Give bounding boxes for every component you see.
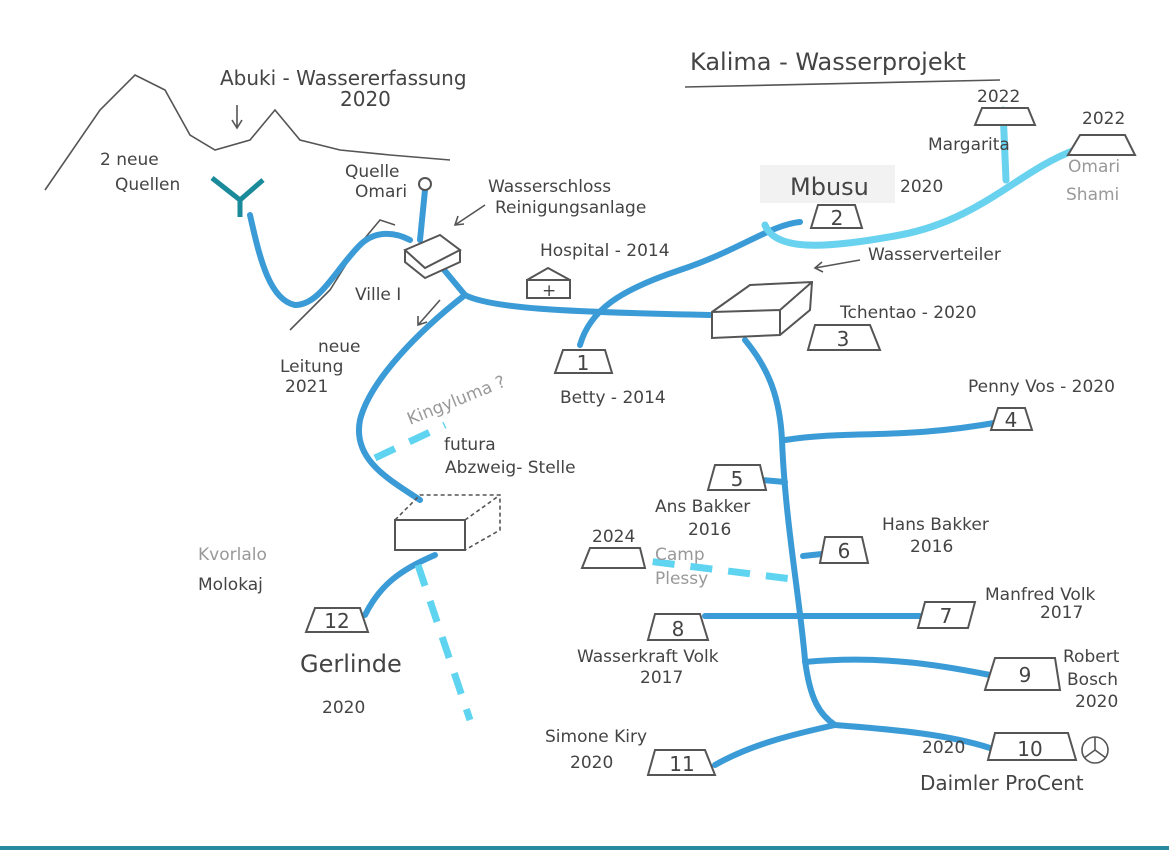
- molokaj-label: Molokaj: [198, 575, 263, 595]
- svg-text:8: 8: [672, 617, 685, 641]
- omari-shami-year: 2022: [1082, 109, 1125, 129]
- node-12: 12: [304, 607, 370, 633]
- node-8: 8: [646, 613, 710, 641]
- wasserschloss-label: Wasserschloss: [488, 177, 611, 197]
- simone-kiry-label: Simone Kiry: [545, 727, 647, 747]
- hospital-icon: +: [526, 266, 571, 301]
- neue-leitung-label: neue: [318, 337, 360, 357]
- hospital-label: Hospital - 2014: [540, 241, 670, 261]
- bottom-edge: [0, 846, 1169, 850]
- node-7: 7: [916, 601, 977, 629]
- mbusu-label: Mbusu: [790, 173, 869, 201]
- hans-bakker-label: Hans Bakker: [882, 515, 989, 535]
- node-10: 10: [986, 732, 1078, 761]
- omari-shami-label: Omari: [1068, 157, 1120, 177]
- springs-label: 2 neue: [100, 150, 159, 170]
- penny-vos-label: Penny Vos - 2020: [968, 377, 1115, 397]
- futura-label: futura: [444, 435, 496, 455]
- camp-plessy-label-2: Plessy: [655, 569, 708, 589]
- svg-text:7: 7: [940, 604, 953, 628]
- planned-box-margarita: [973, 107, 1037, 126]
- node-2: 2: [809, 204, 864, 230]
- robert-bosch-year: 2020: [1075, 692, 1118, 712]
- daimler-logo: [1081, 736, 1109, 764]
- svg-text:1: 1: [577, 351, 590, 375]
- svg-text:3: 3: [837, 327, 850, 351]
- margarita-label: Margarita: [928, 135, 1010, 155]
- svg-text:2: 2: [831, 206, 844, 230]
- abzweig-label: Abzweig- Stelle: [445, 458, 576, 478]
- mbusu-year: 2020: [900, 177, 943, 197]
- planned-box-omari: [1066, 134, 1137, 156]
- springs-label-2: Quellen: [115, 175, 180, 195]
- wasserkraft-volk-label: Wasserkraft Volk: [577, 647, 719, 667]
- planned-box-camp: [580, 547, 647, 569]
- reinigungsanlage-label: Reinigungsanlage: [495, 198, 646, 218]
- ans-bakker-label: Ans Bakker: [655, 497, 750, 517]
- camp-plessy-label: Camp: [655, 545, 705, 565]
- neue-leitung-label-2: Leitung: [280, 357, 343, 377]
- node-1: 1: [553, 349, 614, 375]
- svg-text:5: 5: [731, 467, 744, 491]
- node-5: 5: [706, 464, 768, 491]
- quelle-label: Quelle: [345, 162, 400, 182]
- svg-text:6: 6: [838, 539, 851, 563]
- camp-plessy-year: 2024: [592, 527, 635, 547]
- margarita-year: 2022: [977, 87, 1020, 107]
- neue-leitung-year: 2021: [285, 377, 328, 397]
- gerlinde-label: Gerlinde: [300, 650, 402, 678]
- source-name: Abuki - Wassererfassung: [220, 66, 467, 90]
- node-3: 3: [806, 324, 882, 351]
- mountain-outline: [44, 74, 451, 191]
- title-underline: [684, 79, 1001, 88]
- omari-shami-label-2: Shami: [1066, 185, 1119, 205]
- diagram-title: Kalima - Wasserprojekt: [690, 48, 966, 76]
- arrows: [231, 105, 861, 327]
- svg-text:+: +: [542, 281, 556, 301]
- quelle-label-2: Omari: [355, 182, 407, 202]
- tchentao-label: Tchentao - 2020: [839, 303, 977, 323]
- node-11: 11: [646, 749, 717, 776]
- simone-kiry-year: 2020: [570, 753, 613, 773]
- node-boxes: 1 2 3 4 5 6 7 8 9 10 11 12: [304, 107, 1137, 776]
- pipes: [210, 106, 1079, 768]
- svg-text:12: 12: [324, 609, 349, 633]
- manfred-volk-year: 2017: [1040, 603, 1083, 623]
- betty-label: Betty - 2014: [560, 388, 666, 408]
- daimler-year: 2020: [922, 738, 965, 758]
- wasserschloss-tank: [403, 233, 462, 280]
- mbusu-label-bg: [760, 165, 895, 203]
- svg-text:9: 9: [1019, 663, 1032, 687]
- svg-text:10: 10: [1017, 737, 1042, 761]
- svg-text:11: 11: [669, 752, 694, 776]
- robert-bosch-label-2: Bosch: [1067, 670, 1118, 690]
- gerlinde-year: 2020: [322, 698, 365, 718]
- manfred-volk-label: Manfred Volk: [985, 585, 1096, 605]
- hans-bakker-year: 2016: [910, 537, 953, 557]
- node-9: 9: [983, 657, 1062, 691]
- quelle-omari-icon: [418, 177, 432, 191]
- kingyluma-label: Kingyluma ?: [404, 372, 508, 430]
- verteiler-tank: [711, 280, 814, 340]
- source-year: 2020: [340, 87, 391, 111]
- robert-bosch-label: Robert: [1063, 647, 1120, 667]
- verteiler-label: Wasserverteiler: [868, 245, 1001, 265]
- kvorlalo-label: Kvorlalo: [198, 545, 267, 565]
- svg-text:4: 4: [1005, 408, 1018, 432]
- wasserkraft-volk-year: 2017: [640, 668, 683, 688]
- node-4: 4: [989, 407, 1034, 432]
- node-6: 6: [818, 536, 870, 564]
- ville-label: Ville I: [355, 285, 401, 305]
- ans-bakker-year: 2016: [688, 520, 731, 540]
- abzweig-tank: [394, 494, 501, 551]
- daimler-label: Daimler ProCent: [920, 771, 1084, 795]
